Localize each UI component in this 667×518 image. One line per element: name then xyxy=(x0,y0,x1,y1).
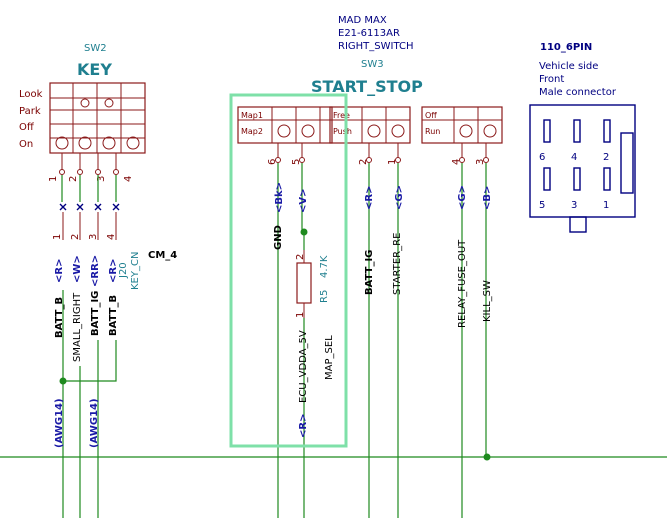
conn-pin-5: 5 xyxy=(539,200,545,211)
junction-kill-sw xyxy=(483,453,491,461)
run-pin-4: 4 xyxy=(451,159,462,165)
header-line-1: MAD MAX xyxy=(338,15,387,26)
conn-pin-3: 3 xyxy=(571,200,577,211)
net-small-right: SMALL_RIGHT xyxy=(72,292,83,362)
header-line-2: E21-6113AR xyxy=(338,28,400,39)
wire-color-1: <R> xyxy=(54,259,65,283)
r5-pin-2: 2 xyxy=(295,254,306,260)
awg-label-2: (AWG14) xyxy=(89,398,100,448)
map-pin-5: 5 xyxy=(291,159,302,165)
awg-label-1: (AWG14) xyxy=(54,398,65,448)
r5-value: 4.7K xyxy=(319,255,330,278)
connector-desc-3: Male connector xyxy=(539,87,617,98)
net-relay-fuse: RELAY_FUSE_OUT xyxy=(457,239,468,328)
cm4-label: CM_4 xyxy=(148,250,177,261)
j20-pin-4: 4 xyxy=(106,234,117,240)
wire-color-g: <G> xyxy=(394,185,405,210)
net-batt-b-1: BATT_B xyxy=(54,297,65,338)
push-pin-1: 1 xyxy=(387,159,398,165)
resistor-r5[interactable] xyxy=(296,250,312,318)
key-pos-park: Park xyxy=(19,106,41,117)
map-pin-6: 6 xyxy=(267,159,278,165)
wire-color-v: <V> xyxy=(298,189,309,214)
switch-run-section[interactable] xyxy=(421,106,503,163)
wire-color-b: <B> xyxy=(482,186,493,210)
connector-desc-2: Front xyxy=(539,74,564,85)
run-top-label: Off xyxy=(425,111,437,120)
sw2-pin-2: 2 xyxy=(68,176,79,182)
net-starter-re: STARTER_RE xyxy=(392,233,403,295)
push-pin-2: 2 xyxy=(358,159,369,165)
sw2-pin-1: 1 xyxy=(48,176,59,182)
j20-ref: J20 xyxy=(118,262,129,279)
push-top-label: Free xyxy=(333,111,350,120)
wire-color-r3: <R> xyxy=(298,414,309,438)
push-bottom-label: Push xyxy=(333,127,352,136)
sw2-ref: SW2 xyxy=(84,43,107,54)
net-kill-sw: KILL_SW xyxy=(482,280,493,322)
j20-pin-1: 1 xyxy=(52,234,63,240)
connector-desc-1: Vehicle side xyxy=(539,61,598,72)
net-gnd: GND xyxy=(273,225,284,250)
wire-j20-4-loop xyxy=(63,340,117,382)
wire-color-r2: <R> xyxy=(364,186,375,210)
wire-color-3: <RR> xyxy=(90,255,101,287)
wire-color-4: <R> xyxy=(108,259,119,283)
sw3-ref: SW3 xyxy=(361,59,384,70)
j20-pin-3: 3 xyxy=(88,234,99,240)
key-pos-on: On xyxy=(19,139,33,150)
switch-push-section[interactable] xyxy=(329,106,411,163)
net-map-sel: MAP_SEL xyxy=(324,335,335,380)
selection-highlight xyxy=(229,93,348,448)
run-bottom-label: Run xyxy=(425,127,440,136)
conn-pin-6: 6 xyxy=(539,152,545,163)
sw2-pin-3: 3 xyxy=(96,176,107,182)
sw2-pin-4: 4 xyxy=(123,176,134,182)
net-batt-b-2: BATT_B xyxy=(108,295,119,336)
key-pos-look: Look xyxy=(19,89,43,100)
r5-ref: R5 xyxy=(319,290,330,303)
junction-map-sel xyxy=(300,228,308,236)
wire-color-bk: <Bk> xyxy=(274,182,285,213)
connector-drawing[interactable] xyxy=(529,104,636,233)
j20-value: KEY_CN xyxy=(130,252,141,290)
header-line-3: RIGHT_SWITCH xyxy=(338,41,413,52)
j20-pin-2: 2 xyxy=(70,234,81,240)
conn-pin-1: 1 xyxy=(603,200,609,211)
net-batt-ig-2: BATT_IG xyxy=(364,250,375,295)
net-batt-ig: BATT_IG xyxy=(90,291,101,336)
wire-color-2: <W> xyxy=(72,255,83,283)
run-pin-3: 3 xyxy=(475,159,486,165)
key-switch-symbol[interactable] xyxy=(49,82,146,175)
net-ecu-vdda: ECU_VDDA_5V xyxy=(298,330,309,403)
j20-connector[interactable] xyxy=(59,203,120,240)
sw3-value: START_STOP xyxy=(311,77,423,96)
sw2-value: KEY xyxy=(77,60,112,79)
switch-map-section[interactable] xyxy=(237,106,333,163)
r5-pin-1: 1 xyxy=(295,312,306,318)
conn-pin-2: 2 xyxy=(603,152,609,163)
connector-title: 110_6PIN xyxy=(540,42,592,53)
junction-batt-b xyxy=(59,377,67,385)
key-pos-off: Off xyxy=(19,122,35,133)
conn-pin-4: 4 xyxy=(571,152,577,163)
map-bottom-label: Map2 xyxy=(241,127,263,136)
wire-color-g2: <G> xyxy=(457,185,468,210)
map-top-label: Map1 xyxy=(241,111,263,120)
